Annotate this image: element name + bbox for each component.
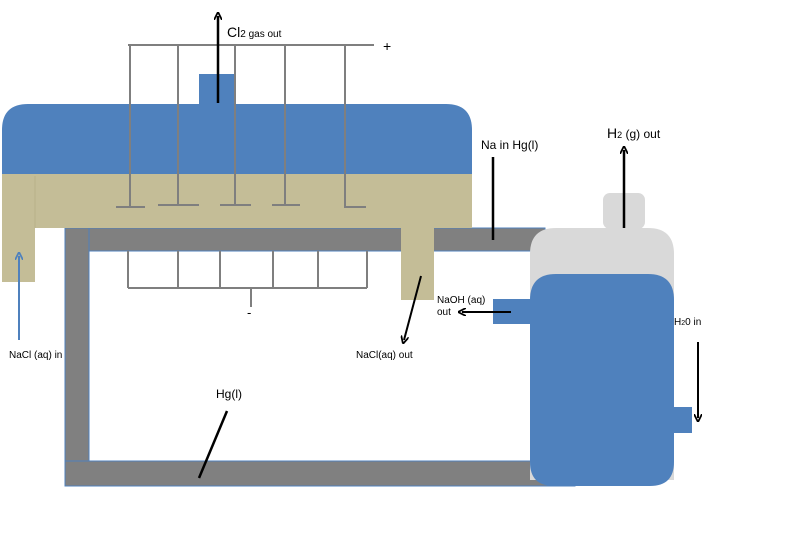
h2-subscript: 2 — [617, 130, 623, 140]
h2-gas-out-label: H2 (g) out — [607, 125, 660, 142]
decomposer — [493, 193, 692, 486]
brine-layer — [2, 174, 472, 300]
mercury-left-pipe — [64, 227, 90, 487]
anode-positive-sign: + — [383, 38, 392, 54]
h2o-in-text: 0 in — [685, 317, 702, 328]
naoh-label-line2: out — [437, 306, 451, 318]
nacl-out-label: NaCl(aq) out — [356, 350, 413, 361]
h2o-subscript: 2 — [681, 320, 686, 327]
cl2-subscript-text: 2 gas out — [240, 29, 282, 40]
na-in-hg-label: Na in Hg(l) — [481, 138, 539, 152]
arrows — [19, 16, 698, 479]
cathode-negative-sign: - — [247, 305, 252, 320]
naoh-out-label: NaOH (aq) out — [437, 295, 485, 318]
mercury-label: Hg(l) — [216, 387, 242, 401]
cl2-gas-out-label: Cl2 gas out — [227, 24, 281, 41]
h2o-symbol: H — [674, 317, 682, 328]
decomposer-body — [530, 274, 674, 486]
h2o-in-label: H20 in — [674, 317, 701, 329]
naoh-label-line1: NaOH (aq) — [437, 295, 486, 306]
h2-out-text: (g) out — [622, 127, 661, 141]
mercury-loop — [64, 227, 576, 487]
cl2-symbol: Cl — [227, 24, 241, 40]
hg-leader — [197, 410, 229, 479]
nacl-in-label: NaCl (aq) in — [9, 350, 63, 361]
electrolysis-cell-top — [2, 104, 472, 174]
mercury-top-pipe — [64, 227, 546, 252]
mercury-bottom-pipe — [64, 460, 576, 487]
h2-symbol: H — [607, 125, 618, 141]
brine-body — [2, 174, 472, 228]
nacl-out-arrow — [404, 275, 422, 340]
anode-assembly — [116, 44, 374, 208]
cathode-assembly — [127, 251, 368, 307]
